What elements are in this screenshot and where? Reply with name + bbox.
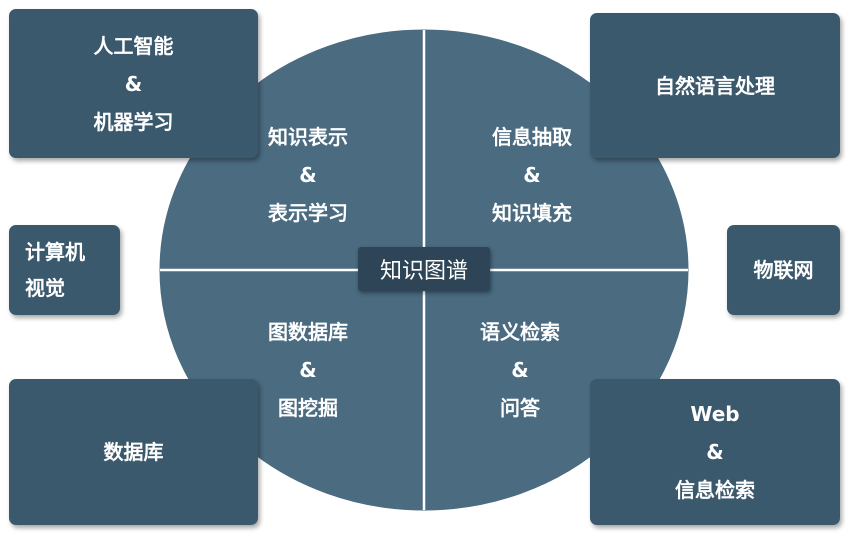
box-database-label: 数据库 [103, 440, 164, 464]
box-computer-vision-line-2: 视觉 [25, 276, 65, 300]
quadrant-br-line-3: 问答 [500, 396, 540, 420]
center-label-knowledge-graph: 知识图谱 [358, 247, 490, 291]
quadrant-bl-line-3: 图挖掘 [278, 396, 338, 420]
box-database: 数据库 [9, 379, 258, 525]
box-ai-ml: 人工智能 & 机器学习 [9, 9, 258, 158]
box-computer-vision-line-1: 计算机 [25, 240, 85, 264]
quadrant-br-line-2: & [511, 358, 529, 382]
box-iot-label: 物联网 [753, 258, 814, 282]
box-ai-ml-line-1: 人工智能 [93, 33, 174, 58]
box-web-ir: Web & 信息检索 [590, 379, 840, 525]
box-ai-ml-line-2: & [124, 71, 143, 96]
quadrant-tr-line-2: & [523, 163, 541, 187]
box-nlp: 自然语言处理 [590, 13, 840, 158]
box-nlp-label: 自然语言处理 [655, 73, 775, 98]
quadrant-semantic-search: 语义检索 & 问答 [440, 313, 600, 427]
box-web-ir-line-2: & [706, 440, 724, 464]
box-web-ir-line-3: 信息检索 [675, 478, 755, 502]
box-computer-vision: 计算机 视觉 [9, 225, 120, 315]
quadrant-tr-line-3: 知识填充 [492, 201, 572, 225]
quadrant-tl-line-1: 知识表示 [268, 125, 348, 149]
quadrant-graph-database: 图数据库 & 图挖掘 [228, 313, 388, 427]
quadrant-tr-line-1: 信息抽取 [492, 125, 572, 149]
quadrant-br-line-1: 语义检索 [480, 320, 560, 344]
quadrant-bl-line-2: & [299, 358, 317, 382]
quadrant-tl-line-2: & [299, 163, 317, 187]
box-web-ir-line-1: Web [690, 402, 740, 426]
quadrant-tl-line-3: 表示学习 [268, 201, 348, 225]
box-iot: 物联网 [727, 225, 840, 315]
box-ai-ml-line-3: 机器学习 [93, 109, 174, 134]
quadrant-bl-line-1: 图数据库 [268, 320, 348, 344]
quadrant-knowledge-representation: 知识表示 & 表示学习 [228, 118, 388, 232]
quadrant-information-extraction: 信息抽取 & 知识填充 [452, 118, 612, 232]
